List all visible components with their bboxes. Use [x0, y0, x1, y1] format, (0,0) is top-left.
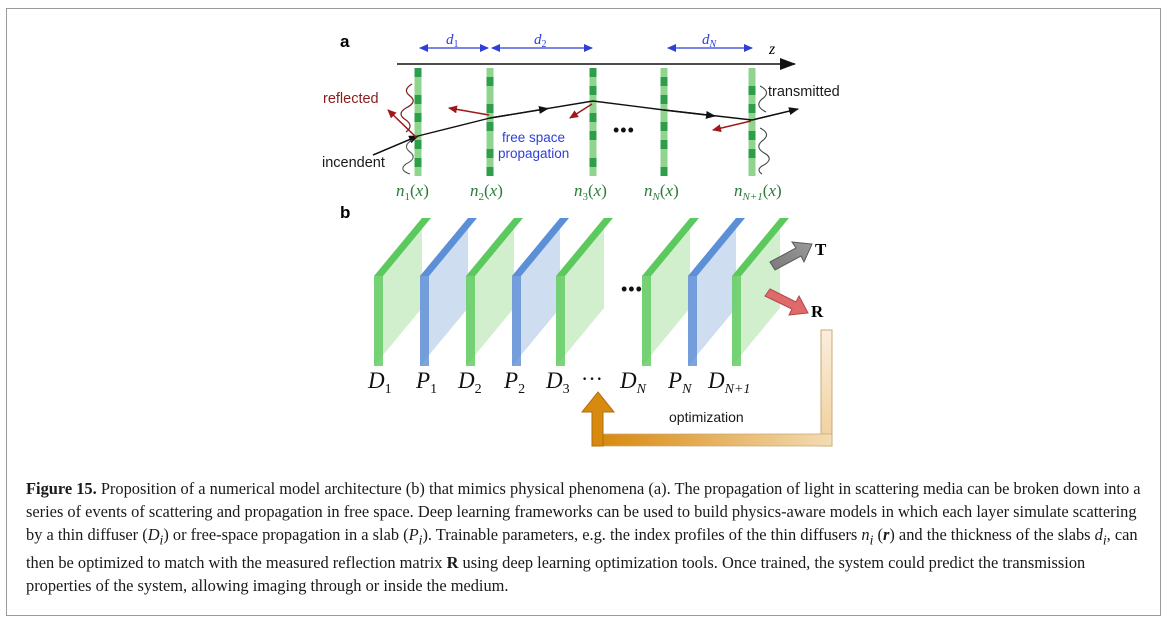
transmitted-label: transmitted — [768, 84, 840, 100]
diffuser-slab-1 — [374, 218, 431, 366]
diffuser-labels: n1(x) n2(x) n3(x) nN(x) nN+1(x) — [396, 181, 782, 203]
optimization-loop-vertical — [820, 329, 833, 447]
diffuser-strip-2 — [486, 68, 494, 176]
reflected-arrow-4 — [712, 120, 752, 133]
figure-frame — [6, 8, 1161, 616]
figure-number: Figure 15. — [26, 479, 97, 498]
layer-label-7: PN — [667, 368, 692, 397]
free-space-label-line2: propagation — [498, 146, 569, 161]
diffuser-strip-5 — [748, 68, 756, 176]
z-axis-label: z — [768, 41, 776, 58]
incident-wavefront — [402, 139, 414, 175]
incident-label: incendent — [322, 155, 385, 171]
optimization-loop-horizontal — [602, 433, 833, 447]
layer-label-6: DN — [619, 368, 647, 397]
propagation-slab-4 — [512, 218, 569, 366]
panel-a-label: a — [340, 32, 350, 51]
output-T-label: T — [815, 240, 827, 259]
diffuser-label-3: n3(x) — [574, 181, 607, 203]
panel-a-ellipsis: ••• — [613, 120, 635, 140]
layer-labels: D1 P1 D2 P2 D3 DN PN DN+1 — [367, 368, 750, 397]
free-space-label-line1: free space — [502, 130, 565, 145]
optimization-arrow-head — [580, 391, 616, 447]
diffuser-slab-3 — [466, 218, 523, 366]
layer-label-8: DN+1 — [707, 368, 750, 397]
figure-caption: Figure 15. Proposition of a numerical mo… — [26, 479, 1141, 596]
propagation-slab-2 — [420, 218, 477, 366]
incident-ray — [372, 135, 419, 156]
layer-label-5: D3 — [545, 368, 570, 397]
reflected-wavefront — [400, 83, 414, 133]
diffuser-slab-8 — [732, 218, 789, 366]
layer-slabs — [374, 218, 789, 366]
spacing-label-d2: d2 — [534, 32, 547, 50]
reflected-arrow-3 — [569, 103, 593, 119]
layer-label-1: D1 — [367, 368, 392, 397]
spacing-label-d1: d1 — [446, 32, 459, 50]
figure-diagram: a z d1 d2 dN reflected incendent transmi… — [322, 32, 840, 447]
diffuser-slab-5 — [556, 218, 613, 366]
propagating-ray-2 — [663, 109, 716, 119]
diffuser-strips — [414, 68, 756, 176]
panel-b-label: b — [340, 203, 350, 222]
diffuser-strip-3 — [589, 68, 597, 176]
diffuser-label-5: nN+1(x) — [734, 181, 782, 203]
transmitted-wavefront-top — [758, 85, 768, 113]
diffuser-label-4: nN(x) — [644, 181, 679, 203]
diffuser-label-2: n2(x) — [470, 181, 503, 203]
propagation-slab-7 — [688, 218, 745, 366]
light-ray-path — [372, 100, 799, 156]
diffuser-slab-6 — [642, 218, 699, 366]
transmission-output-arrow — [769, 241, 813, 271]
diffuser-strip-4 — [660, 68, 668, 176]
layer-labels-ellipsis: ··· — [581, 366, 603, 391]
reflected-label: reflected — [323, 91, 379, 107]
panel-b-ellipsis: ••• — [621, 279, 643, 299]
optimization-label: optimization — [669, 409, 744, 425]
transmitted-ray — [751, 107, 799, 121]
propagating-ray — [489, 106, 549, 119]
diffuser-strip-1 — [414, 68, 422, 176]
reflected-arrow-1 — [387, 109, 418, 139]
spacing-label-dN: dN — [702, 32, 718, 50]
output-R-label: R — [811, 302, 824, 321]
layer-label-4: P2 — [503, 368, 525, 397]
layer-label-3: D2 — [457, 368, 482, 397]
reflection-output-arrow — [764, 288, 809, 316]
transmitted-wavefront-bottom — [758, 127, 770, 175]
diffuser-label-1: n1(x) — [396, 181, 429, 203]
reflected-arrow-2 — [448, 105, 490, 116]
layer-label-2: P1 — [415, 368, 437, 397]
